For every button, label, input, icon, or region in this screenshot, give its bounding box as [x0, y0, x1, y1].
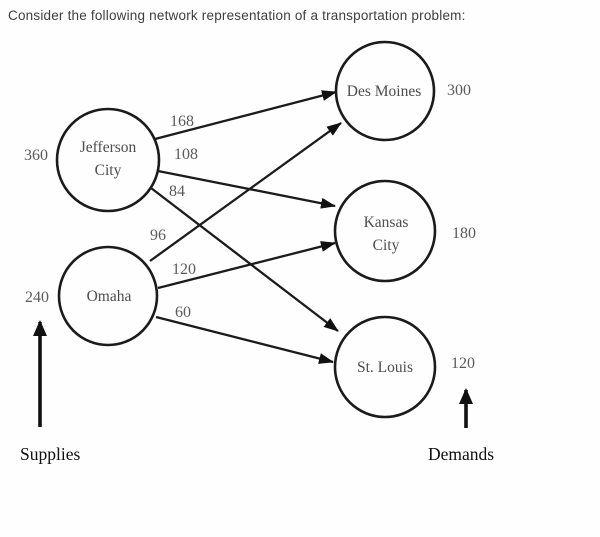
node-circle [333, 179, 437, 283]
edge-cost-label: 120 [172, 261, 196, 278]
node-label: City [373, 237, 400, 254]
node-label: Jefferson [80, 139, 137, 156]
node-circle [334, 40, 436, 142]
node-label: City [95, 162, 122, 179]
node-label: Kansas [364, 214, 409, 231]
node-label: Omaha [87, 288, 132, 305]
edge-omaha-des-moines [149, 122, 342, 262]
demand-value: 300 [447, 82, 471, 99]
edge-jefferson-city-st-louis [150, 187, 339, 332]
node-circle [55, 107, 161, 213]
node-jefferson-city: Jefferson City 360 [24, 107, 161, 213]
supplies-label: Supplies [20, 444, 80, 464]
edge-omaha-kansas-city [157, 241, 336, 290]
edge-omaha-st-louis [155, 315, 334, 364]
edge-cost-label: 168 [170, 113, 194, 130]
supply-value: 240 [25, 289, 49, 306]
node-circle [57, 245, 159, 347]
node-label: St. Louis [357, 359, 413, 376]
edge-cost-label: 60 [175, 304, 191, 321]
node-circle [333, 315, 437, 419]
edge-cost-label: 96 [150, 227, 166, 244]
demands-label: Demands [428, 444, 494, 464]
demand-value: 180 [452, 225, 476, 242]
node-label: Des Moines [347, 83, 421, 100]
node-st-louis: St. Louis 120 [333, 315, 475, 419]
node-omaha: Omaha 240 [25, 245, 159, 347]
node-kansas-city: Kansas City 180 [333, 179, 476, 283]
edge-cost-label: 108 [174, 146, 198, 163]
edge-jefferson-city-kansas-city [157, 169, 336, 209]
node-des-moines: Des Moines 300 [334, 40, 471, 142]
page-title: Consider the following network represent… [8, 8, 466, 23]
demand-value: 120 [451, 355, 475, 372]
edge-jefferson-city-des-moines [154, 90, 337, 141]
edge-cost-label: 84 [169, 183, 185, 200]
supply-value: 360 [24, 147, 48, 164]
